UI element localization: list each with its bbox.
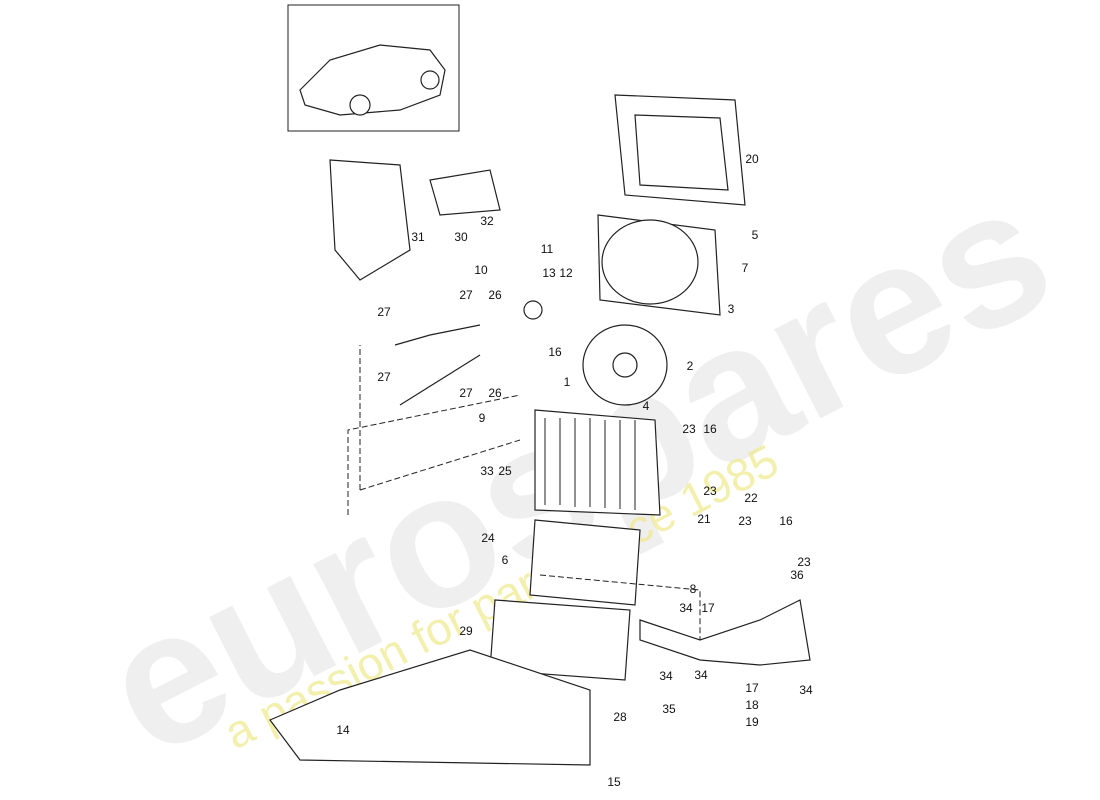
callout-31[interactable]: 31 xyxy=(411,230,425,244)
part-drawings xyxy=(269,94,811,766)
callout-6[interactable]: 6 xyxy=(502,553,509,567)
callout-1[interactable]: 1 xyxy=(564,375,571,389)
callout-2[interactable]: 2 xyxy=(687,359,694,373)
callout-34[interactable]: 34 xyxy=(659,669,673,683)
hose-lower xyxy=(399,354,481,406)
callout-35[interactable]: 35 xyxy=(662,702,676,716)
condenser xyxy=(489,599,631,681)
callout-22[interactable]: 22 xyxy=(744,491,758,505)
callout-12[interactable]: 12 xyxy=(559,266,573,280)
callout-32[interactable]: 32 xyxy=(480,214,494,228)
callout-33[interactable]: 33 xyxy=(480,464,494,478)
vehicle-thumbnail xyxy=(287,4,460,132)
callout-23[interactable]: 23 xyxy=(682,422,696,436)
callout-5[interactable]: 5 xyxy=(752,228,759,242)
callout-11[interactable]: 11 xyxy=(541,242,554,256)
callout-16[interactable]: 16 xyxy=(703,422,717,436)
callout-34[interactable]: 34 xyxy=(799,683,813,697)
callout-26[interactable]: 26 xyxy=(488,386,502,400)
radiator-frame xyxy=(529,519,641,606)
callout-24[interactable]: 24 xyxy=(481,531,495,545)
callout-30[interactable]: 30 xyxy=(454,230,468,244)
callout-23[interactable]: 23 xyxy=(703,484,717,498)
callout-21[interactable]: 21 xyxy=(697,512,711,526)
callout-27[interactable]: 27 xyxy=(377,370,391,384)
callout-36[interactable]: 36 xyxy=(790,568,804,582)
callout-16[interactable]: 16 xyxy=(548,345,562,359)
callout-27[interactable]: 27 xyxy=(377,305,391,319)
callout-23[interactable]: 23 xyxy=(738,514,752,528)
callout-16[interactable]: 16 xyxy=(779,514,793,528)
callout-17[interactable]: 17 xyxy=(701,601,715,615)
callout-9[interactable]: 9 xyxy=(479,411,486,425)
callout-29[interactable]: 29 xyxy=(459,624,473,638)
callout-7[interactable]: 7 xyxy=(742,261,749,275)
callout-27[interactable]: 27 xyxy=(459,386,473,400)
callout-34[interactable]: 34 xyxy=(679,601,693,615)
callout-23[interactable]: 23 xyxy=(797,555,811,569)
callout-17[interactable]: 17 xyxy=(745,681,759,695)
callout-4[interactable]: 4 xyxy=(643,399,650,413)
callout-14[interactable]: 14 xyxy=(336,723,350,737)
callout-25[interactable]: 25 xyxy=(498,464,512,478)
air-duct xyxy=(269,649,591,766)
callout-10[interactable]: 10 xyxy=(474,263,488,277)
callout-8[interactable]: 8 xyxy=(690,582,697,596)
bracket xyxy=(639,599,811,666)
callout-34[interactable]: 34 xyxy=(694,668,708,682)
radiator xyxy=(534,409,661,516)
callout-15[interactable]: 15 xyxy=(607,775,621,789)
callout-28[interactable]: 28 xyxy=(613,710,627,724)
callout-18[interactable]: 18 xyxy=(745,698,759,712)
callout-20[interactable]: 20 xyxy=(745,152,759,166)
callout-26[interactable]: 26 xyxy=(488,288,502,302)
headlight xyxy=(329,159,411,281)
module xyxy=(429,169,501,216)
callout-13[interactable]: 13 xyxy=(542,266,556,280)
callout-19[interactable]: 19 xyxy=(745,715,759,729)
callout-27[interactable]: 27 xyxy=(459,288,473,302)
callout-3[interactable]: 3 xyxy=(728,302,735,316)
hose-upper xyxy=(394,324,481,346)
